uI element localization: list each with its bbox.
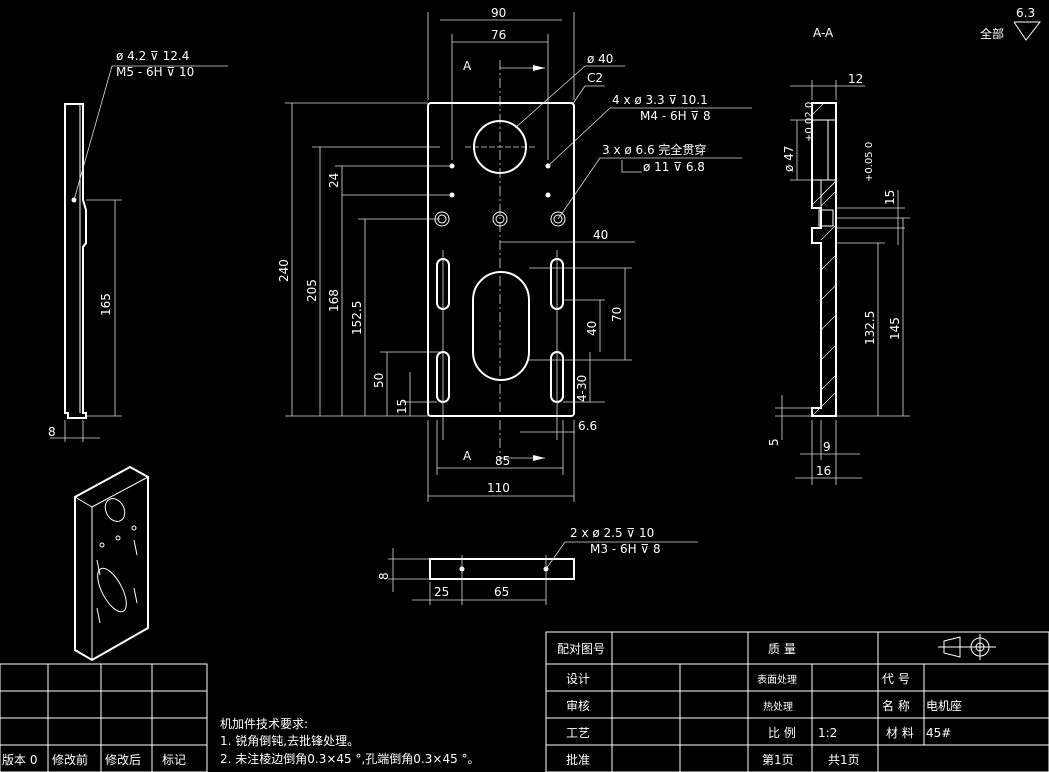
callout1-line2: M4 - 6H ⊽ 8 <box>640 109 711 123</box>
bottom-dim-65: 65 <box>494 585 509 599</box>
section-dim-16: 16 <box>816 464 831 478</box>
front-view: 90 76 A ø 40 C2 4 x ø 3.3 ⊽ 10.1 M4 - 6H… <box>277 6 752 502</box>
notes-line2: 2. 未注棱边倒角0.3×45 °,孔端倒角0.3×45 °。 <box>220 751 480 766</box>
bottom-dim-8: 8 <box>377 572 391 580</box>
rev-label-version: 版本 0 <box>2 753 37 767</box>
roughness-value: 6.3 <box>1016 6 1035 20</box>
bottom-callout-line2: M3 - 6H ⊽ 8 <box>590 542 661 556</box>
section-marker-bottom: A <box>463 449 472 463</box>
tb-surface: 表面处理 <box>757 673 797 686</box>
dim-top-90: 90 <box>491 6 506 20</box>
dim-6-6: 6.6 <box>578 419 597 433</box>
dim-15: 15 <box>395 399 409 414</box>
tb-heat: 热处理 <box>763 700 793 713</box>
hole-big-dim: ø 40 <box>587 52 613 66</box>
dim-152-5: 152.5 <box>350 301 364 335</box>
dim-110: 110 <box>487 481 510 495</box>
dim-4-30: 4-30 <box>575 375 589 402</box>
section-dim-15: 15 <box>883 190 897 205</box>
tb-row-approve: 批准 <box>566 752 590 767</box>
rev-label-after: 修改后 <box>105 752 141 767</box>
tb-row-review: 审核 <box>566 698 590 713</box>
dim-24: 24 <box>327 173 341 188</box>
section-dim-9: 9 <box>823 440 831 454</box>
dim-right-40-mid: 40 <box>585 321 599 336</box>
tb-name-label: 名 称 <box>882 698 910 713</box>
tb-material-label: 材 料 <box>886 726 914 740</box>
dim-50: 50 <box>372 373 386 388</box>
roughness-symbol: 6.3 全部 <box>980 6 1042 41</box>
section-view: 12 ø 47 +0.02 0 15 +0.05 0 132.5 145 5 9… <box>767 72 910 485</box>
tb-scale-label: 比 例 <box>768 726 796 740</box>
dim-right-40-top: 40 <box>593 228 608 242</box>
dim-85: 85 <box>495 454 510 468</box>
dim-240: 240 <box>277 259 291 282</box>
left-dim-height: 165 <box>99 293 113 316</box>
tb-page: 第1页 <box>762 753 794 767</box>
dim-168: 168 <box>327 289 341 312</box>
tb-name-value: 电机座 <box>926 698 962 713</box>
notes-title: 机加件技术要求: <box>220 717 308 731</box>
tech-notes: 机加件技术要求: 1. 锐角倒钝,去批锋处理。 2. 未注棱边倒角0.3×45 … <box>220 717 480 766</box>
bottom-dim-25: 25 <box>434 585 449 599</box>
section-dim-145: 145 <box>888 317 902 340</box>
title-block: 配对图号 设计 审核 工艺 批准 质 量 表面处理 热处理 比 例 1:2 第1… <box>545 631 1049 772</box>
rev-label-mark: 标记 <box>162 753 186 767</box>
notes-line1: 1. 锐角倒钝,去批锋处理。 <box>220 733 359 748</box>
tb-row-pair: 配对图号 <box>557 642 605 656</box>
left-view: ø 4.2 ⊽ 12.4 M5 - 6H ⊽ 10 165 8 <box>48 49 228 442</box>
chamfer-dim: C2 <box>587 71 603 85</box>
tb-scale-value: 1:2 <box>818 726 837 740</box>
tb-code-label: 代 号 <box>882 672 910 686</box>
projection-symbol-icon <box>938 634 996 660</box>
section-tol-dia: +0.02 0 <box>804 102 815 142</box>
isometric-view <box>74 465 149 662</box>
tb-total: 共1页 <box>828 753 860 767</box>
section-dim-dia: ø 47 <box>782 146 796 172</box>
section-dim-132-5: 132.5 <box>863 311 877 345</box>
tb-material-value: 45# <box>926 726 951 740</box>
dim-top-76: 76 <box>491 28 506 42</box>
bottom-callout-line1: 2 x ø 2.5 ⊽ 10 <box>570 526 654 540</box>
section-label: A-A <box>813 26 834 40</box>
callout1-line1: 4 x ø 3.3 ⊽ 10.1 <box>612 93 708 107</box>
left-dim-width: 8 <box>48 425 56 439</box>
callout2-line2: ø 11 ⊽ 6.8 <box>643 160 705 174</box>
callout2-line1: 3 x ø 6.6 完全贯穿 <box>602 142 706 157</box>
left-callout-line2: M5 - 6H ⊽ 10 <box>116 65 194 79</box>
section-marker-top: A <box>463 59 472 73</box>
rev-label-before: 修改前 <box>52 752 88 767</box>
dim-205: 205 <box>305 279 319 302</box>
section-dim-5: 5 <box>767 438 781 446</box>
section-dim-12: 12 <box>848 72 863 86</box>
bottom-view: 2 x ø 2.5 ⊽ 10 M3 - 6H ⊽ 8 8 25 65 <box>377 526 698 605</box>
roughness-label: 全部 <box>980 26 1004 41</box>
tb-row-process: 工艺 <box>566 726 590 740</box>
left-callout-line1: ø 4.2 ⊽ 12.4 <box>116 49 189 63</box>
tb-quality: 质 量 <box>768 642 796 656</box>
section-tol-15: +0.05 0 <box>864 142 875 182</box>
dim-70: 70 <box>610 307 624 322</box>
revision-table: 版本 0 修改前 修改后 标记 <box>0 663 208 772</box>
tb-row-design: 设计 <box>566 672 590 686</box>
